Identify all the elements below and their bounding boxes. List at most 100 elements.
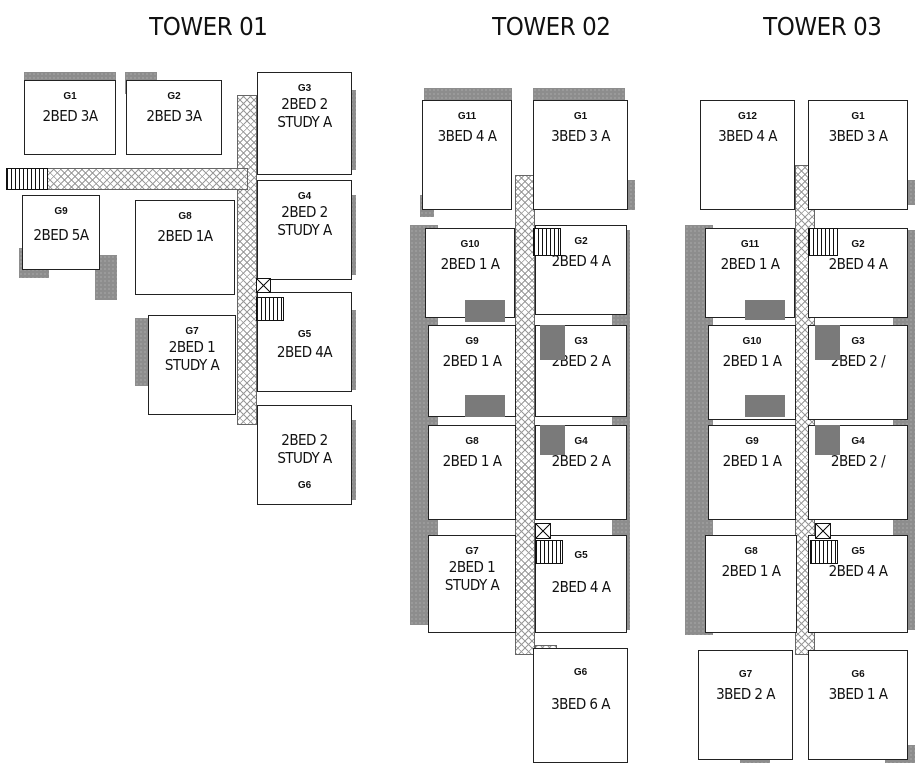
unit-code: G8 [744, 546, 758, 557]
lift-shaft [815, 523, 831, 539]
unit-code: G2 [574, 236, 588, 247]
staircase [535, 540, 563, 564]
unit-code: G7 [738, 669, 753, 680]
unit-code: G6 [573, 667, 588, 678]
unit-type: 2BED 4 A [551, 578, 611, 596]
unit-type: 2BED 4 A [828, 562, 888, 580]
service-block [465, 300, 505, 322]
staircase [810, 540, 838, 564]
unit-code: G5 [574, 550, 588, 561]
unit-type: 2BED 2 STUDY A [277, 95, 332, 131]
unit-code: G1 [63, 91, 77, 102]
unit-code: G11 [457, 111, 477, 122]
unit-code: G5 [297, 329, 312, 340]
corridor [237, 95, 257, 425]
unit-code: G6 [851, 669, 865, 680]
unit-type: 3BED 3 A [828, 127, 888, 145]
unit-type: 3BED 4 A [437, 127, 497, 145]
staircase [808, 228, 838, 256]
unit-type: 2BED 1 A [442, 452, 502, 470]
unit-code: G3 [297, 83, 312, 94]
unit-code: G4 [851, 436, 865, 447]
tower-03-title: TOWER 03 [763, 12, 882, 41]
unit-type: 2BED 3A [146, 107, 202, 125]
unit-type: 3BED 6 A [551, 695, 610, 713]
balcony-band [533, 88, 625, 102]
unit: 3BED 6 A G6 [533, 648, 628, 763]
unit-type: 2BED 1 STUDY A [164, 338, 220, 374]
unit-type: 2BED 1 A [722, 452, 782, 470]
unit-code: G5 [851, 546, 865, 557]
unit-code: G1 [851, 111, 865, 122]
staircase [533, 228, 561, 256]
unit: 3BED 2 A G7 [698, 650, 793, 760]
service-block [745, 395, 785, 417]
unit-type: 2BED 1 A [720, 255, 780, 273]
unit-code: G4 [574, 436, 588, 447]
unit-code: G10 [460, 239, 480, 250]
unit-type: 2BED 4 A [551, 252, 611, 270]
unit: 2BED 3A G1 [24, 80, 116, 155]
tower-02-title: TOWER 02 [492, 12, 611, 41]
unit-type: 3BED 3 A [551, 127, 610, 145]
unit: 3BED 4 A G12 [700, 100, 795, 210]
balcony-band [424, 88, 512, 102]
unit-type: 3BED 4 A [718, 127, 777, 145]
unit-type: 2BED 1 A [440, 255, 500, 273]
unit-type: 2BED 2 STUDY A [277, 203, 332, 239]
balcony-band [905, 180, 915, 205]
unit-type: 2BED 4A [276, 343, 333, 361]
unit-code: G6 [297, 480, 312, 491]
balcony-band [95, 255, 117, 300]
unit-type: 3BED 2 A [716, 685, 775, 703]
tower-01-title: TOWER 01 [149, 12, 268, 41]
unit-code: G3 [851, 336, 865, 347]
unit: 2BED 2 / G4 [808, 425, 908, 520]
unit: 2BED 1 A G9 [708, 425, 796, 520]
unit-code: G9 [465, 336, 479, 347]
unit-type: 2BED 4 A [828, 255, 888, 273]
unit: 3BED 3 A G1 [533, 100, 628, 210]
unit-code: G4 [297, 191, 312, 202]
unit: 2BED 4 A G2 [535, 225, 627, 315]
lift-shaft [256, 278, 271, 293]
unit-code: G8 [178, 211, 192, 222]
unit: 2BED 3A G2 [126, 80, 222, 155]
service-block [815, 325, 840, 360]
unit-type: 2BED 1 STUDY A [444, 558, 500, 594]
unit: 2BED 1 A G8 [705, 535, 797, 633]
unit: 3BED 4 A G11 [422, 100, 512, 210]
unit: 3BED 3 A G1 [808, 100, 908, 210]
service-block [745, 300, 785, 320]
unit-code: G10 [742, 336, 762, 347]
unit-code: G7 [465, 546, 479, 557]
unit-code: G1 [573, 111, 588, 122]
staircase [256, 297, 284, 321]
balcony-band [625, 180, 635, 210]
unit-type: 2BED 5A [33, 226, 89, 244]
unit: 2BED 1A G8 [135, 200, 235, 295]
unit-code: G12 [738, 111, 757, 122]
unit-code: G11 [740, 239, 760, 250]
unit-code: G2 [851, 239, 865, 250]
unit-type: 2BED 3A [42, 107, 98, 125]
unit-type: 2BED 1 A [721, 562, 781, 580]
unit-type: 2BED 2 STUDY A [277, 431, 332, 467]
unit-type: 2BED 1 A [722, 352, 782, 370]
service-block [540, 425, 565, 455]
unit: 2BED 5A G9 [22, 195, 100, 270]
unit-code: G2 [167, 91, 181, 102]
unit-code: G3 [574, 336, 588, 347]
unit-code: G9 [54, 206, 68, 217]
staircase [6, 168, 48, 190]
corridor [8, 168, 248, 190]
unit: 2BED 2 STUDY A G6 [257, 405, 352, 505]
unit-type: 2BED 1A [157, 227, 213, 245]
unit-type: 2BED 1 A [442, 352, 502, 370]
unit-code: G9 [745, 436, 759, 447]
unit-type: 2BED 2 / [830, 452, 886, 470]
